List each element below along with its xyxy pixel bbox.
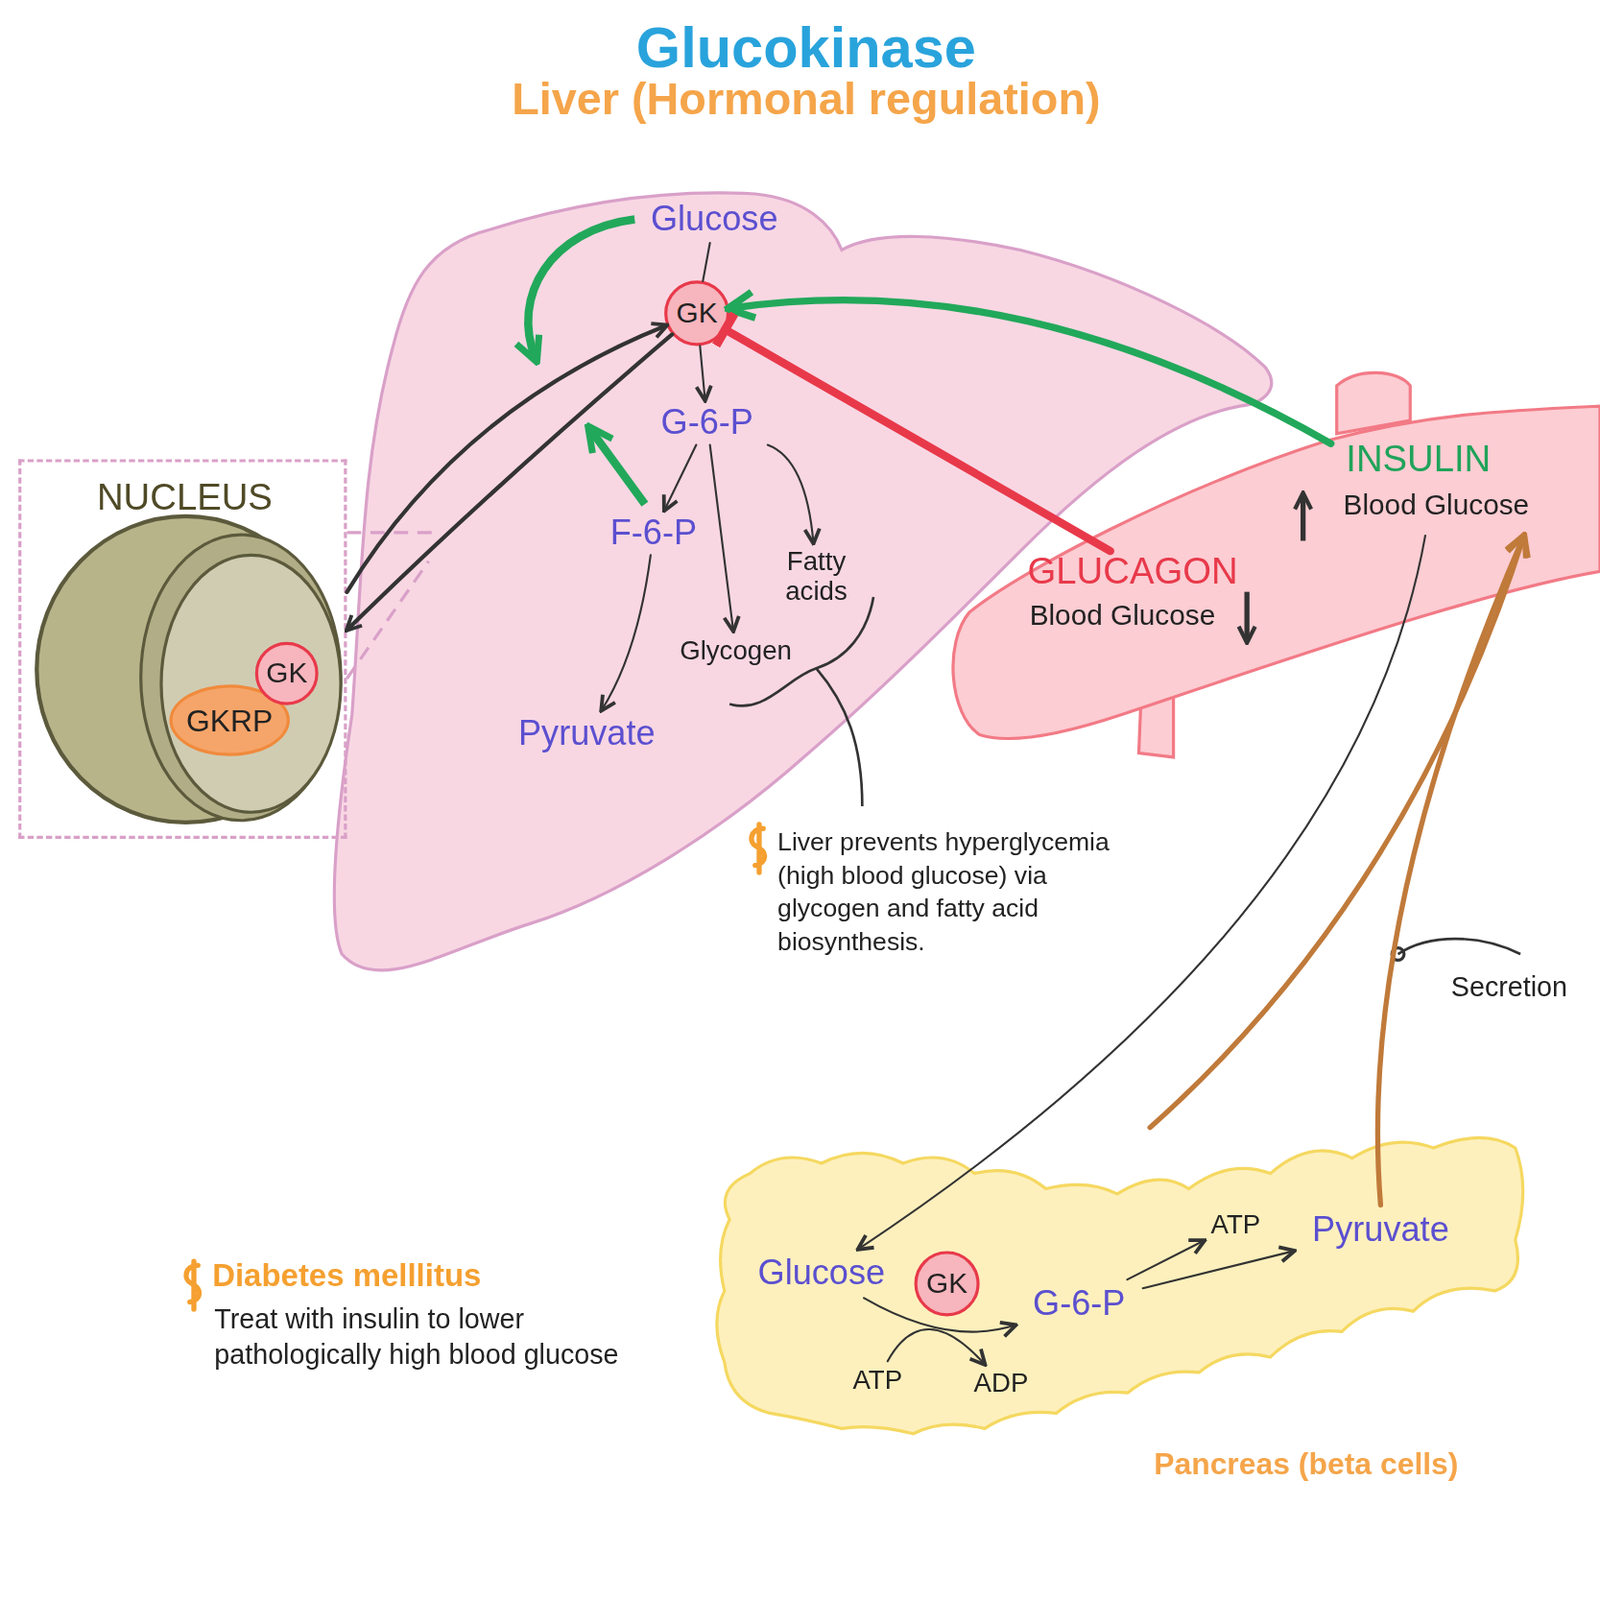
node-text: GK: [265, 657, 308, 690]
zoom-line: [346, 561, 429, 679]
metabolite-node: G-6-P: [1015, 1279, 1144, 1329]
node-text: GK: [926, 1267, 968, 1300]
enzyme-circle: GK: [664, 280, 730, 346]
node-text: Pyruvate: [1312, 1210, 1450, 1249]
zoom-line: [346, 530, 441, 534]
arrow-connector: [887, 1329, 985, 1364]
diagram-title: Glucokinase: [306, 14, 1307, 81]
note-icon-stroke: [186, 1261, 200, 1310]
junction-mark: [1391, 948, 1405, 961]
node-heading: INSULIN: [1326, 438, 1510, 479]
arrow-connector: [858, 535, 1426, 1249]
arrow-connector: [702, 242, 710, 282]
bracket: [729, 597, 874, 807]
note-label: Treat with insulin to lower pathological…: [214, 1302, 684, 1375]
metabolite-node: ATP: [844, 1361, 910, 1398]
node-text: F-6-P: [610, 513, 697, 552]
hormone-node: INSULIN Blood Glucose: [1326, 438, 1547, 536]
note-icon-stroke: [751, 824, 765, 873]
metabolite-node: ADP: [965, 1363, 1037, 1401]
blood-vessel: [953, 405, 1600, 740]
node-text: G-6-P: [1032, 1285, 1125, 1324]
node-text: ATP: [852, 1364, 903, 1394]
metabolite-node: Fatty acids: [773, 543, 860, 611]
metabolite-node: Glucose: [744, 1248, 898, 1298]
metabolite-node: G-6-P: [645, 400, 769, 446]
arrow-connector: [346, 325, 667, 593]
note-label: Liver (Hormonal regulation): [306, 73, 1307, 125]
metabolite-node: Glucose: [632, 195, 796, 243]
arrow-connector: [767, 445, 814, 544]
node-text: Glucose: [758, 1254, 886, 1293]
metabolite-node: Glycogen: [666, 630, 806, 669]
decrease-arrow: [1243, 592, 1249, 642]
activation-arrow: [527, 219, 635, 360]
increase-arrow: [1300, 495, 1306, 542]
nucleus-inner: [161, 554, 341, 812]
note-label: Liver prevents hyperglycemia (high blood…: [777, 824, 1155, 957]
node-text: Fatty acids: [773, 547, 860, 606]
node-text: Blood Glucose: [1326, 489, 1547, 522]
edge-label: Secretion: [1451, 971, 1568, 1003]
pancreas-shape: Pancreas (beta cells) Glucose GK G-6-P ATP Py…: [709, 1127, 1527, 1490]
liver-outline: [334, 192, 1271, 971]
enzyme-circle: GK: [914, 1250, 980, 1316]
hormone-node: GLUCAGON Blood Glucose: [1020, 550, 1245, 644]
leader-line: [1397, 938, 1521, 955]
arrow-connector: [346, 334, 672, 630]
metabolite-node: ATP: [1204, 1206, 1268, 1243]
node-text: Blood Glucose: [1020, 599, 1225, 632]
arrow-connector: [601, 554, 651, 711]
node-text: ATP: [1211, 1210, 1262, 1240]
node-text: GKRP: [186, 703, 273, 738]
node-heading: NUCLEUS: [82, 476, 287, 517]
metabolite-node: Pyruvate: [1293, 1205, 1468, 1255]
arrow-connector: [1377, 535, 1524, 1205]
node-text: Glycogen: [679, 635, 792, 665]
metabolite-node: Pyruvate: [500, 710, 674, 758]
arrow-connector: [863, 1297, 1016, 1332]
node-text: Glucose: [650, 200, 779, 239]
arrow-connector: [1126, 1241, 1204, 1281]
enzyme-circle: GK: [255, 642, 319, 706]
arrow-connector: [1143, 1250, 1294, 1289]
arrow-connector: [664, 445, 696, 511]
node-text: ADP: [974, 1367, 1029, 1397]
activation-arrow: [589, 429, 645, 505]
metabolite-node: F-6-P: [595, 510, 713, 556]
node-text: Pyruvate: [518, 715, 656, 754]
nucleus-box: NUCLEUS GKRP GK: [18, 458, 347, 838]
inhibition-connector: [725, 329, 1111, 551]
node-heading: GLUCAGON: [1020, 550, 1245, 592]
arrow-connector: [729, 300, 1332, 445]
node-text: GK: [676, 297, 718, 330]
note-label: Diabetes melllitus: [212, 1257, 621, 1294]
arrow-connector: [710, 445, 734, 631]
note-icon: [186, 824, 765, 1310]
node-text: G-6-P: [661, 403, 754, 442]
nucleus-layer: [141, 534, 341, 821]
pancreas-body: [716, 1137, 1524, 1433]
arrow-connector: [1149, 535, 1525, 1128]
node-heading: Pancreas (beta cells): [1101, 1447, 1510, 1481]
arrow-connector: [699, 345, 705, 400]
